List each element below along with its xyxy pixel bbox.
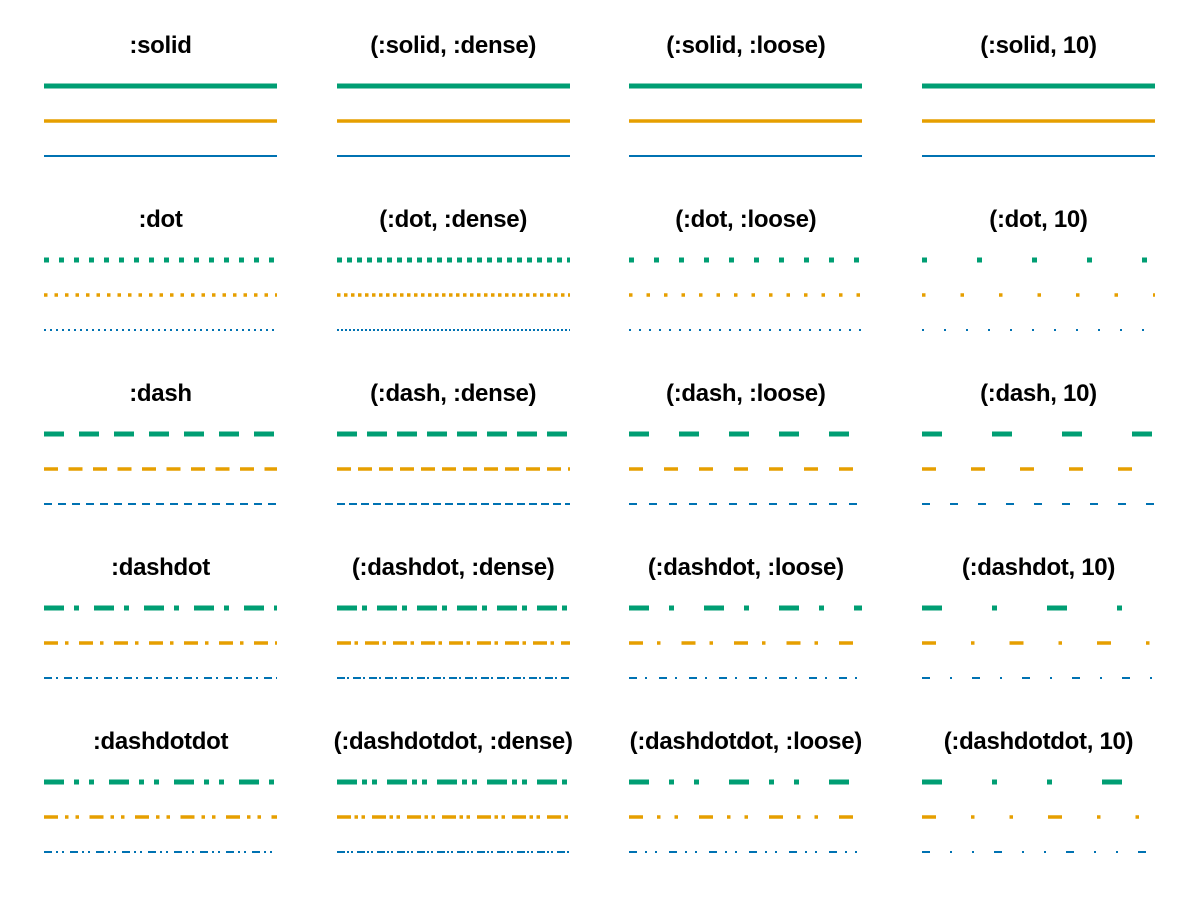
panel-dash-loose: (:dash, :loose) (629, 348, 863, 522)
panel-title: (:dashdotdot, :loose) (629, 728, 863, 755)
panel-solid-10: (:solid, 10) (921, 0, 1155, 174)
linestyle-preview (336, 257, 570, 331)
panel-dot: :dot (44, 174, 277, 348)
linestyle-preview (629, 83, 863, 157)
linestyle-preview (921, 779, 1155, 853)
panel-dashdot-loose: (:dashdot, :loose) (629, 522, 863, 696)
panel-dashdotdot-10: (:dashdotdot, 10) (921, 696, 1155, 870)
panel-dash-dense: (:dash, :dense) (336, 348, 570, 522)
linestyle-preview (44, 257, 277, 331)
linestyle-preview (336, 605, 570, 679)
panel-dashdotdot: :dashdotdot (44, 696, 277, 870)
panel-title: (:dashdotdot, :dense) (333, 728, 573, 755)
panel-title: (:solid, 10) (980, 32, 1097, 59)
panel-title: (:dash, :loose) (666, 380, 826, 407)
linestyle-preview (336, 431, 570, 505)
panel-title: (:dashdotdot, 10) (943, 728, 1134, 755)
linestyle-preview (44, 779, 277, 853)
panel-title: (:solid, :loose) (666, 32, 826, 59)
linestyle-preview (921, 83, 1155, 157)
panel-title: :dot (138, 206, 183, 233)
linestyle-preview (44, 605, 277, 679)
panel-title: (:dashdot, :dense) (351, 554, 555, 581)
panel-dashdot-dense: (:dashdot, :dense) (336, 522, 570, 696)
panel-title: (:dashdot, :loose) (647, 554, 844, 581)
linestyle-preview (629, 779, 863, 853)
panel-title: :dash (129, 380, 192, 407)
panel-dot-loose: (:dot, :loose) (629, 174, 863, 348)
panel-dash: :dash (44, 348, 277, 522)
linestyle-preview (921, 257, 1155, 331)
panel-dot-dense: (:dot, :dense) (336, 174, 570, 348)
panel-solid-dense: (:solid, :dense) (336, 0, 570, 174)
linestyle-preview (629, 257, 863, 331)
linestyle-preview (629, 431, 863, 505)
panel-grid: :solid (:solid, :dense) (:solid, :loose) (44, 0, 1155, 870)
panel-title: (:dashdot, 10) (961, 554, 1116, 581)
panel-title: (:dash, 10) (980, 380, 1097, 407)
panel-title: (:dash, :dense) (370, 380, 537, 407)
panel-dash-10: (:dash, 10) (921, 348, 1155, 522)
panel-title: :dashdotdot (92, 728, 229, 755)
panel-dashdotdot-dense: (:dashdotdot, :dense) (333, 696, 573, 870)
panel-title: :dashdot (111, 554, 210, 581)
linestyle-preview (336, 83, 570, 157)
linestyle-preview (44, 431, 277, 505)
panel-title: (:solid, :dense) (370, 32, 537, 59)
panel-title: (:dot, :dense) (379, 206, 528, 233)
panel-dot-10: (:dot, 10) (921, 174, 1155, 348)
panel-title: :solid (129, 32, 192, 59)
panel-dashdot: :dashdot (44, 522, 277, 696)
panel-title: (:dot, :loose) (675, 206, 817, 233)
panel-dashdot-10: (:dashdot, 10) (921, 522, 1155, 696)
linestyle-preview (629, 605, 863, 679)
linestyle-preview (44, 83, 277, 157)
panel-dashdotdot-loose: (:dashdotdot, :loose) (629, 696, 863, 870)
linestyle-preview (336, 779, 570, 853)
panel-title: (:dot, 10) (989, 206, 1088, 233)
linestyle-preview (921, 605, 1155, 679)
panel-solid-loose: (:solid, :loose) (629, 0, 863, 174)
panel-solid: :solid (44, 0, 277, 174)
linestyle-preview (921, 431, 1155, 505)
